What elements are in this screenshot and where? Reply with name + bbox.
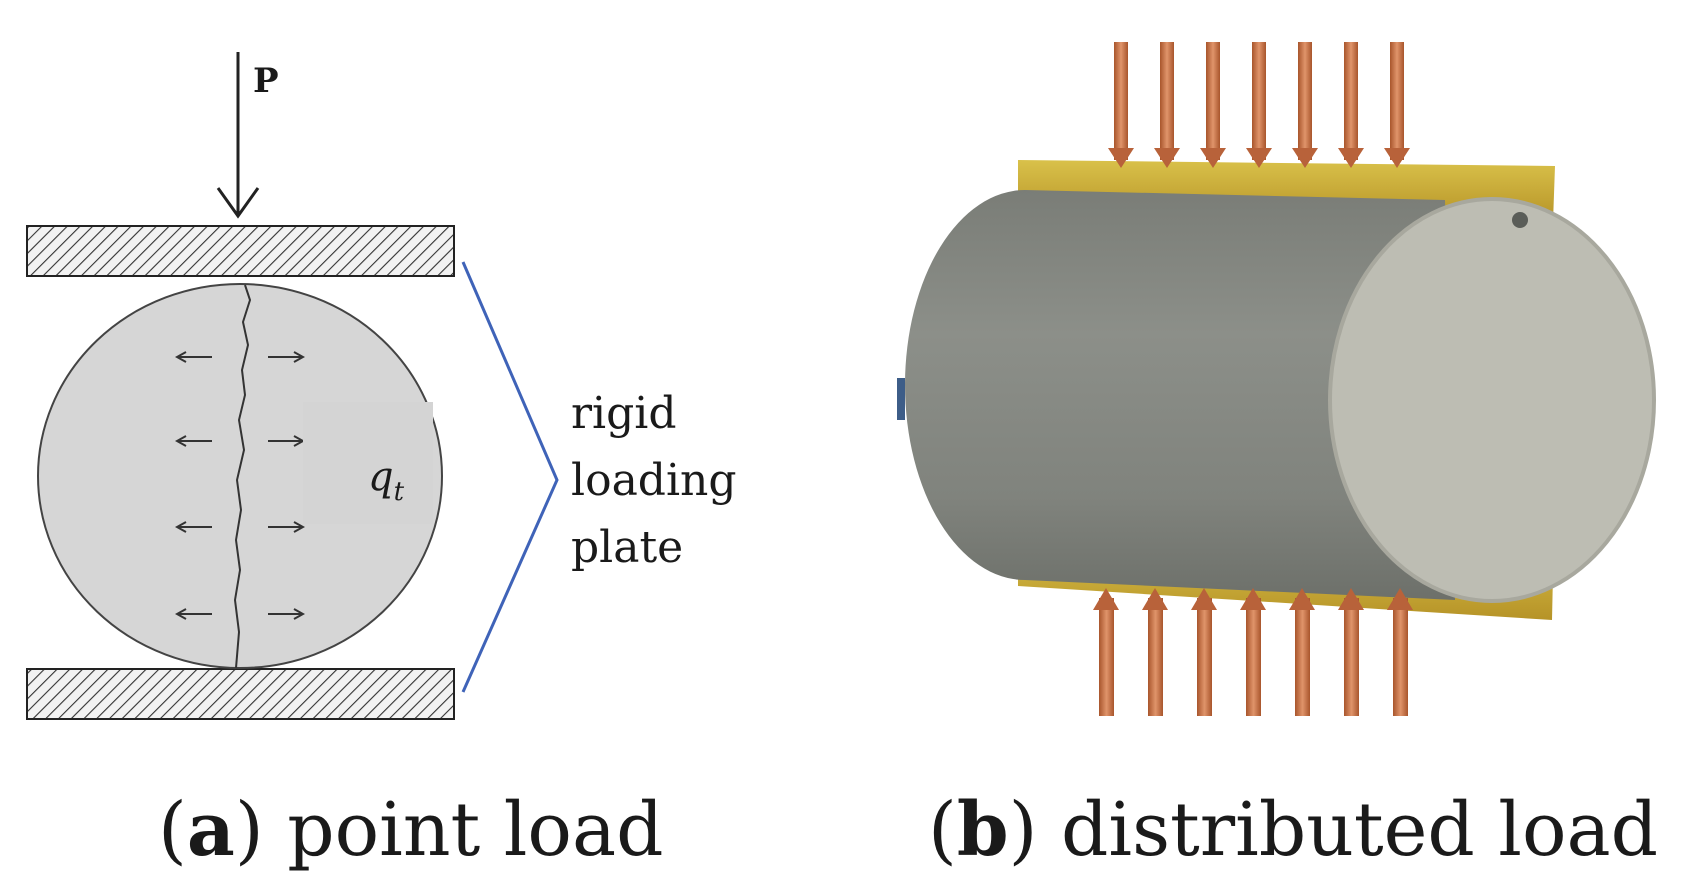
stress-label-patch — [303, 402, 433, 524]
end-face-rim — [1328, 197, 1656, 603]
load-arrow-icon — [1289, 588, 1315, 716]
top-load-arrows — [1108, 42, 1410, 168]
plate-bracket-line — [461, 261, 559, 693]
load-arrow-icon — [1338, 42, 1364, 168]
load-arrow-icon — [1240, 588, 1266, 716]
cylinder-end-face — [1330, 199, 1654, 601]
load-arrow-icon — [1142, 588, 1168, 716]
plate-label-line-2: loading — [571, 455, 737, 506]
load-arrow-icon — [1093, 588, 1119, 716]
crack-icon — [233, 284, 252, 669]
bottom-load-arrows — [1093, 588, 1413, 716]
bottom-loading-plate — [26, 668, 455, 720]
load-arrow-icon — [1191, 588, 1217, 716]
load-arrow-icon — [1154, 42, 1180, 168]
tension-arrows — [177, 357, 303, 614]
load-arrow-icon — [1292, 42, 1318, 168]
left-edge-mark — [897, 378, 905, 420]
specimen-disc — [37, 283, 443, 669]
point-load-arrow-icon — [216, 52, 260, 219]
caption-a: (a) point load — [158, 787, 663, 873]
end-face-mark — [1512, 212, 1528, 228]
stress-label: qt — [368, 454, 405, 507]
panel-a: P qt rigid loading plate — [26, 52, 737, 873]
load-label: P — [253, 61, 279, 101]
load-arrow-icon — [1200, 42, 1226, 168]
cylinder-body — [905, 190, 1455, 600]
panel-b: (b) distributed load — [897, 42, 1658, 873]
load-arrow-icon — [1384, 42, 1410, 168]
load-arrow-icon — [1108, 42, 1134, 168]
top-loading-plate — [26, 225, 455, 277]
plate-label-line-1: rigid — [571, 388, 677, 439]
caption-b: (b) distributed load — [928, 787, 1658, 873]
load-arrow-icon — [1387, 588, 1413, 716]
plate-label-line-3: plate — [571, 522, 683, 573]
plate-label: rigid loading plate — [571, 388, 737, 573]
load-arrow-icon — [1246, 42, 1272, 168]
load-arrow-icon — [1338, 588, 1364, 716]
